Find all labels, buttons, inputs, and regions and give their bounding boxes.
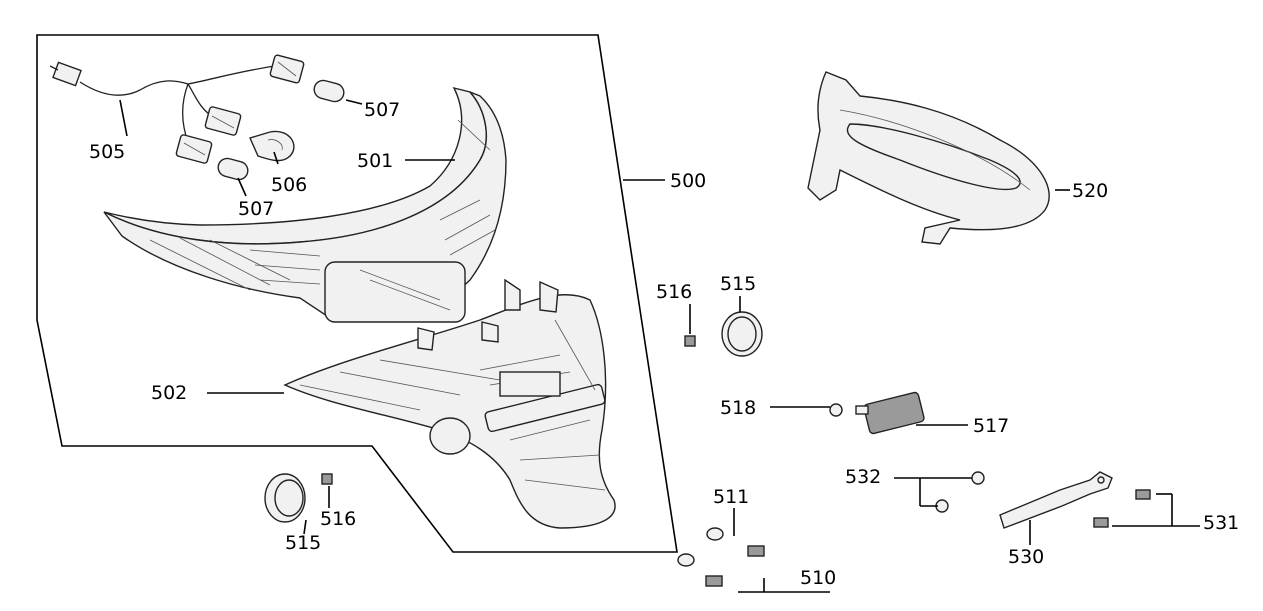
label-511: 511 [713,486,749,508]
bulb-507-upper [313,79,345,103]
label-515-left: 515 [285,532,321,554]
bracket-530 [999,471,1113,529]
nut-518 [829,403,843,417]
label-515-right: 515 [720,273,756,295]
reflector-517 [855,391,925,435]
bulb-507-lower [217,157,249,181]
screw-531-lower [1093,517,1109,528]
label-510: 510 [800,567,836,589]
label-502: 502 [151,382,187,404]
wiring-harness-505 [49,61,276,143]
label-505: 505 [89,141,125,163]
washer-511-upper [706,527,724,541]
nut-516-right [684,335,696,347]
label-530: 530 [1008,546,1044,568]
bolt-510-lower [705,575,723,587]
label-520: 520 [1072,180,1108,202]
reflector-515-left [264,473,306,523]
reflector-515-right [721,311,763,357]
label-517: 517 [973,415,1009,437]
label-518: 518 [720,397,756,419]
nut-516-left [321,473,333,485]
label-507-upper: 507 [364,99,400,121]
nut-532-upper [971,471,985,485]
label-506: 506 [271,174,307,196]
rear-fender-502 [283,278,616,529]
bulb-socket-upper [269,54,305,84]
label-531: 531 [1203,512,1239,534]
label-501: 501 [357,150,393,172]
label-500: 500 [670,170,706,192]
label-516-right: 516 [656,281,692,303]
washer-511-lower [677,553,695,567]
bulb-socket-lower [175,134,213,164]
label-507-lower: 507 [238,198,274,220]
tail-light-assembly-501 [103,86,507,323]
bulb-506 [249,130,295,162]
screw-531-upper [1135,489,1151,500]
leader-lines [119,99,1200,593]
bolt-510-upper [747,545,765,557]
assembly-500-outline [36,34,678,553]
bulb-socket-middle [204,106,242,136]
cover-520 [807,71,1050,245]
label-516-left: 516 [320,508,356,530]
label-532: 532 [845,466,881,488]
